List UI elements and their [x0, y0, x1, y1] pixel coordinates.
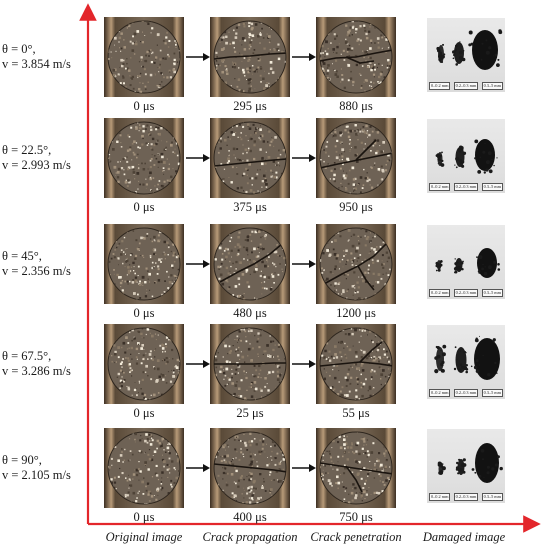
velocity-label: v = 3.286 m/s	[2, 364, 71, 378]
size-bin-label: 0–0.2 mm	[429, 82, 451, 90]
fragment-pile	[474, 338, 500, 380]
time-label: 55 μs	[342, 406, 370, 420]
fragment-pile	[472, 30, 498, 70]
size-bin-label: 0–0.2 mm	[429, 493, 451, 501]
size-bin-label: 0.2–0.3 mm	[453, 289, 479, 297]
velocity-label: v = 2.105 m/s	[2, 468, 71, 482]
velocity-label: v = 2.356 m/s	[2, 264, 71, 278]
sequence-arrowhead	[309, 360, 316, 368]
column-label-2: Crack penetration	[310, 530, 402, 544]
size-bin-label: 0–0.2 mm	[429, 389, 451, 397]
size-bin-label: 0–0.2 mm	[429, 289, 451, 297]
angle-label: θ = 0°,	[2, 42, 36, 56]
time-label: 1200 μs	[336, 306, 376, 320]
row-label-1: θ = 22.5°,v = 2.993 m/s	[2, 143, 71, 173]
fragment-pile	[475, 139, 495, 171]
crack-propagation-image	[210, 428, 290, 508]
column-label-0: Original image	[105, 530, 183, 544]
velocity-label: v = 3.854 m/s	[2, 57, 71, 71]
fragment-pile	[477, 248, 497, 278]
original-image	[104, 17, 184, 97]
angle-label: θ = 90°,	[2, 453, 42, 467]
time-label: 480 μs	[233, 306, 267, 320]
sequence-arrowhead	[309, 53, 316, 61]
time-label: 375 μs	[233, 200, 267, 214]
original-image	[104, 118, 184, 198]
crack-propagation-image	[210, 324, 290, 404]
time-label: 880 μs	[339, 99, 373, 113]
original-image	[104, 428, 184, 508]
time-label: 0 μs	[133, 99, 155, 113]
crack-propagation-image	[210, 224, 290, 304]
time-label: 750 μs	[339, 510, 373, 524]
sequence-arrowhead	[203, 360, 210, 368]
original-image	[104, 224, 184, 304]
time-label: 400 μs	[233, 510, 267, 524]
velocity-label: v = 2.993 m/s	[2, 158, 71, 172]
row-label-4: θ = 90°,v = 2.105 m/s	[2, 453, 71, 483]
fragment-pile	[475, 443, 499, 483]
crack-propagation-image	[210, 118, 290, 198]
crack-penetration-image	[316, 428, 396, 508]
crack-penetration-image	[316, 324, 396, 404]
row-label-2: θ = 45°,v = 2.356 m/s	[2, 249, 71, 279]
time-label: 0 μs	[133, 406, 155, 420]
time-label: 0 μs	[133, 306, 155, 320]
time-label: 295 μs	[233, 99, 267, 113]
size-bin-label: 0.3–5 mm	[481, 82, 503, 90]
angle-label: θ = 45°,	[2, 249, 42, 263]
size-bin-label: 0–0.2 mm	[429, 183, 451, 191]
time-label: 0 μs	[133, 200, 155, 214]
size-bin-label: 0.3–5 mm	[481, 183, 503, 191]
sequence-arrowhead	[203, 260, 210, 268]
angle-label: θ = 67.5°,	[2, 349, 52, 363]
column-label-1: Crack propagation	[202, 530, 298, 544]
size-bin-label: 0.2–0.3 mm	[453, 183, 479, 191]
sequence-arrowhead	[203, 464, 210, 472]
angle-label: θ = 22.5°,	[2, 143, 52, 157]
time-label: 25 μs	[236, 406, 264, 420]
sequence-arrowhead	[309, 154, 316, 162]
time-label: 0 μs	[133, 510, 155, 524]
time-label: 950 μs	[339, 200, 373, 214]
original-image	[104, 324, 184, 404]
sequence-arrowhead	[309, 260, 316, 268]
size-bin-label: 0.2–0.3 mm	[453, 82, 479, 90]
sequence-arrowhead	[309, 464, 316, 472]
size-bin-label: 0.2–0.3 mm	[453, 493, 479, 501]
crack-penetration-image	[316, 224, 396, 304]
sequence-arrowhead	[203, 154, 210, 162]
crack-propagation-image	[210, 17, 290, 97]
size-bin-label: 0.3–5 mm	[481, 389, 503, 397]
size-bin-label: 0.3–5 mm	[481, 289, 503, 297]
sequence-arrowhead	[203, 53, 210, 61]
row-label-0: θ = 0°,v = 3.854 m/s	[2, 42, 71, 72]
row-label-3: θ = 67.5°,v = 3.286 m/s	[2, 349, 71, 379]
crack-penetration-image	[316, 17, 396, 97]
size-bin-label: 0.3–5 mm	[481, 493, 503, 501]
fragment-pile	[457, 459, 465, 475]
size-bin-label: 0.2–0.3 mm	[453, 389, 479, 397]
crack-penetration-image	[316, 118, 396, 198]
column-label-3: Damaged image	[422, 530, 506, 544]
